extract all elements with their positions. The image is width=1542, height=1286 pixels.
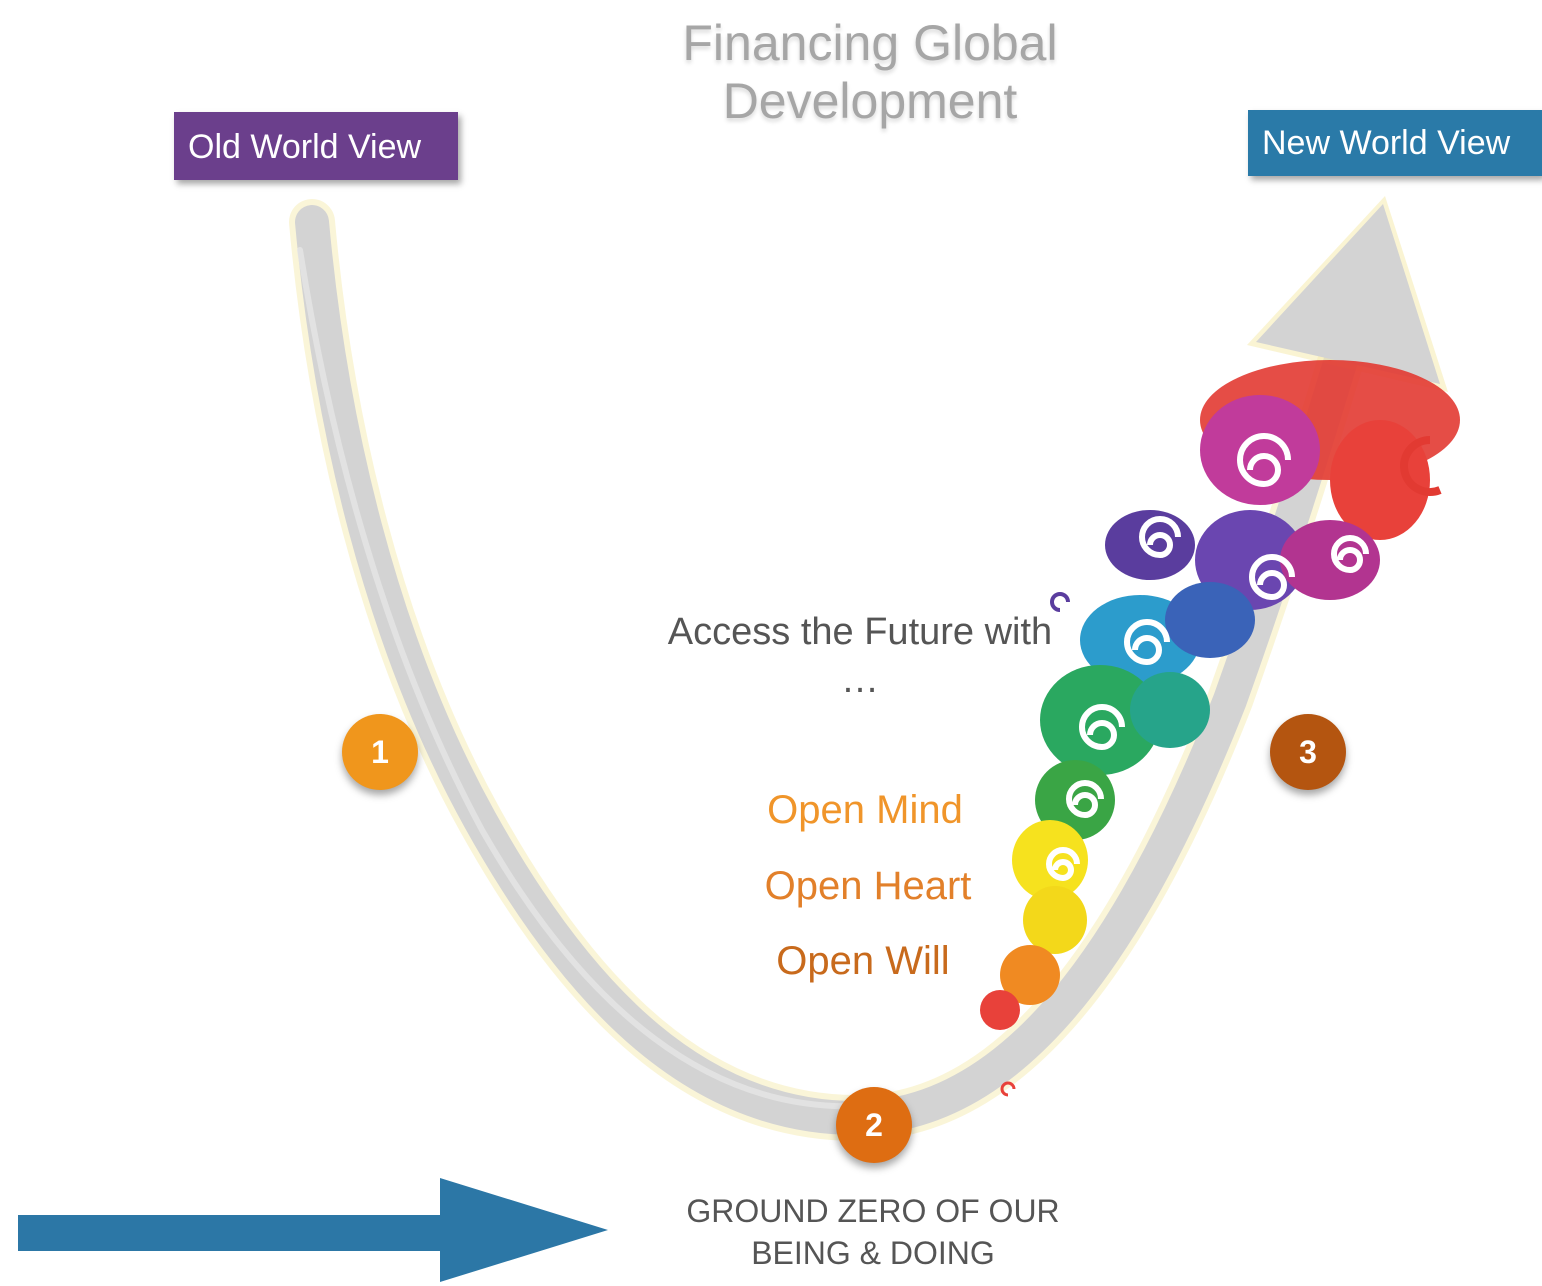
new-world-view-label: New World View <box>1248 110 1542 176</box>
rainbow-swirls-icon <box>980 360 1460 1097</box>
access-future-text: Access the Future with … <box>667 611 1053 701</box>
ground-zero-caption: GROUND ZERO OF OUR BEING & DOING <box>686 1193 1060 1271</box>
slide-title: Financing Global Development <box>682 15 1058 129</box>
open-heart-label: Open Heart <box>764 864 972 908</box>
brush-u-curve-arrow-icon <box>289 196 1448 1142</box>
open-mind-label: Open Mind <box>767 788 963 832</box>
old-world-view-label: Old World View <box>174 112 458 180</box>
right-arrow-icon <box>18 1178 608 1282</box>
open-will-label: Open Will <box>776 939 950 983</box>
step-badge-1: 1 <box>342 714 418 790</box>
step-badge-2: 2 <box>836 1087 912 1163</box>
step-badge-3: 3 <box>1270 714 1346 790</box>
